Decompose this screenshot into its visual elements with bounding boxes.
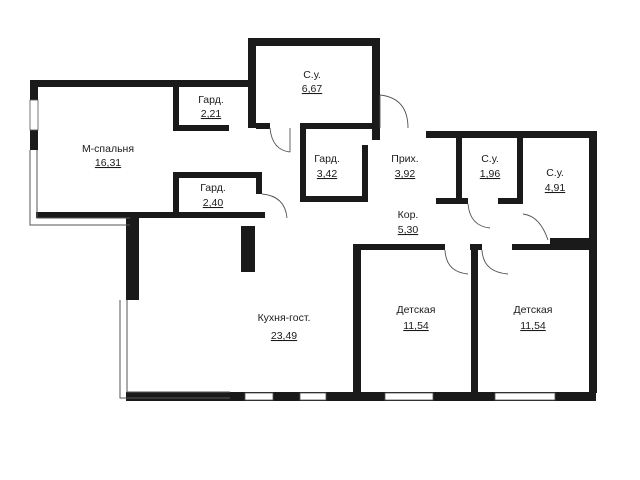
door-swing bbox=[379, 94, 409, 129]
wall bbox=[498, 198, 523, 204]
room-label: С.у. bbox=[303, 69, 321, 81]
wall bbox=[426, 131, 596, 138]
door-swing bbox=[522, 213, 549, 241]
room-closet-mid[interactable]: Гард. 3,42 bbox=[314, 153, 340, 180]
room-area: 3,42 bbox=[317, 168, 338, 180]
wall bbox=[353, 392, 596, 401]
wall bbox=[372, 38, 380, 140]
room-kids-right[interactable]: Детская 11,54 bbox=[514, 304, 553, 332]
wall bbox=[512, 244, 592, 250]
wall bbox=[173, 125, 229, 131]
room-label: Детская bbox=[397, 304, 436, 316]
room-area: 1,96 bbox=[480, 168, 501, 180]
room-area: 11,54 bbox=[520, 320, 546, 332]
room-label: Кухня-гост. bbox=[258, 312, 311, 324]
room-area: 5,30 bbox=[398, 224, 419, 236]
window bbox=[299, 392, 327, 401]
room-corridor[interactable]: Кор. 5,30 bbox=[398, 209, 419, 236]
room-area: 3,92 bbox=[395, 168, 416, 180]
wall bbox=[248, 38, 378, 46]
wall bbox=[300, 196, 368, 202]
room-area: 11,54 bbox=[403, 320, 429, 332]
bay-window bbox=[119, 300, 230, 399]
wall bbox=[30, 80, 38, 100]
window bbox=[244, 392, 274, 401]
wall bbox=[173, 172, 261, 178]
room-label: Гард. bbox=[314, 153, 340, 165]
wall bbox=[589, 131, 597, 393]
doors bbox=[261, 94, 549, 275]
room-wc-small[interactable]: С.у. 1,96 bbox=[480, 153, 501, 180]
wall bbox=[36, 212, 134, 218]
wall bbox=[173, 87, 179, 131]
windows bbox=[29, 99, 556, 401]
wall bbox=[173, 172, 179, 216]
wall bbox=[550, 238, 590, 244]
wall bbox=[30, 130, 38, 150]
room-area: 16,31 bbox=[95, 157, 121, 169]
wall bbox=[30, 80, 250, 87]
room-label: М-спальня bbox=[82, 143, 134, 155]
wall bbox=[300, 129, 306, 202]
room-bath-top[interactable]: С.у. 6,67 bbox=[302, 69, 323, 95]
wall bbox=[241, 226, 255, 272]
wall bbox=[436, 198, 468, 204]
room-area: 23,49 bbox=[271, 330, 297, 342]
wall bbox=[517, 138, 523, 204]
room-kids-left[interactable]: Детская 11,54 bbox=[397, 304, 436, 332]
room-area: 2,21 bbox=[201, 108, 222, 120]
door-swing bbox=[269, 127, 291, 153]
door-swing bbox=[261, 193, 288, 219]
room-closet-bottom[interactable]: Гард. 2,40 bbox=[200, 182, 226, 209]
wall bbox=[256, 172, 262, 194]
room-bedroom[interactable]: М-спальня 16,31 bbox=[82, 143, 134, 169]
wall bbox=[471, 250, 478, 398]
wall bbox=[353, 244, 361, 399]
wall bbox=[256, 123, 270, 129]
room-bath-right[interactable]: С.у. 4,91 bbox=[545, 167, 566, 194]
room-hall[interactable]: Прих. 3,92 bbox=[391, 153, 418, 180]
window bbox=[29, 99, 39, 131]
room-label: Детская bbox=[514, 304, 553, 316]
room-kitchen[interactable]: Кухня-гост. 23,49 bbox=[258, 312, 311, 342]
room-area: 4,91 bbox=[545, 182, 566, 194]
room-label: Прих. bbox=[391, 153, 418, 165]
room-label: Кор. bbox=[398, 209, 419, 221]
room-area: 2,40 bbox=[203, 197, 224, 209]
room-label: С.у. bbox=[546, 167, 564, 179]
wall bbox=[362, 145, 368, 202]
wall bbox=[456, 138, 462, 204]
wall bbox=[353, 244, 445, 250]
wall bbox=[470, 244, 482, 250]
room-label: Гард. bbox=[200, 182, 226, 194]
room-area: 6,67 bbox=[302, 83, 323, 95]
wall bbox=[300, 123, 380, 129]
wall bbox=[126, 212, 139, 300]
window bbox=[384, 392, 434, 401]
bay-window bbox=[29, 150, 130, 226]
room-label: Гард. bbox=[198, 94, 224, 106]
window bbox=[494, 392, 556, 401]
room-closet-top[interactable]: Гард. 2,21 bbox=[198, 94, 224, 120]
door-swing bbox=[467, 203, 491, 229]
wall bbox=[248, 38, 256, 128]
room-label: С.у. bbox=[481, 153, 499, 165]
wall bbox=[133, 212, 265, 218]
door-swing bbox=[444, 249, 469, 275]
door-swing bbox=[481, 249, 509, 275]
